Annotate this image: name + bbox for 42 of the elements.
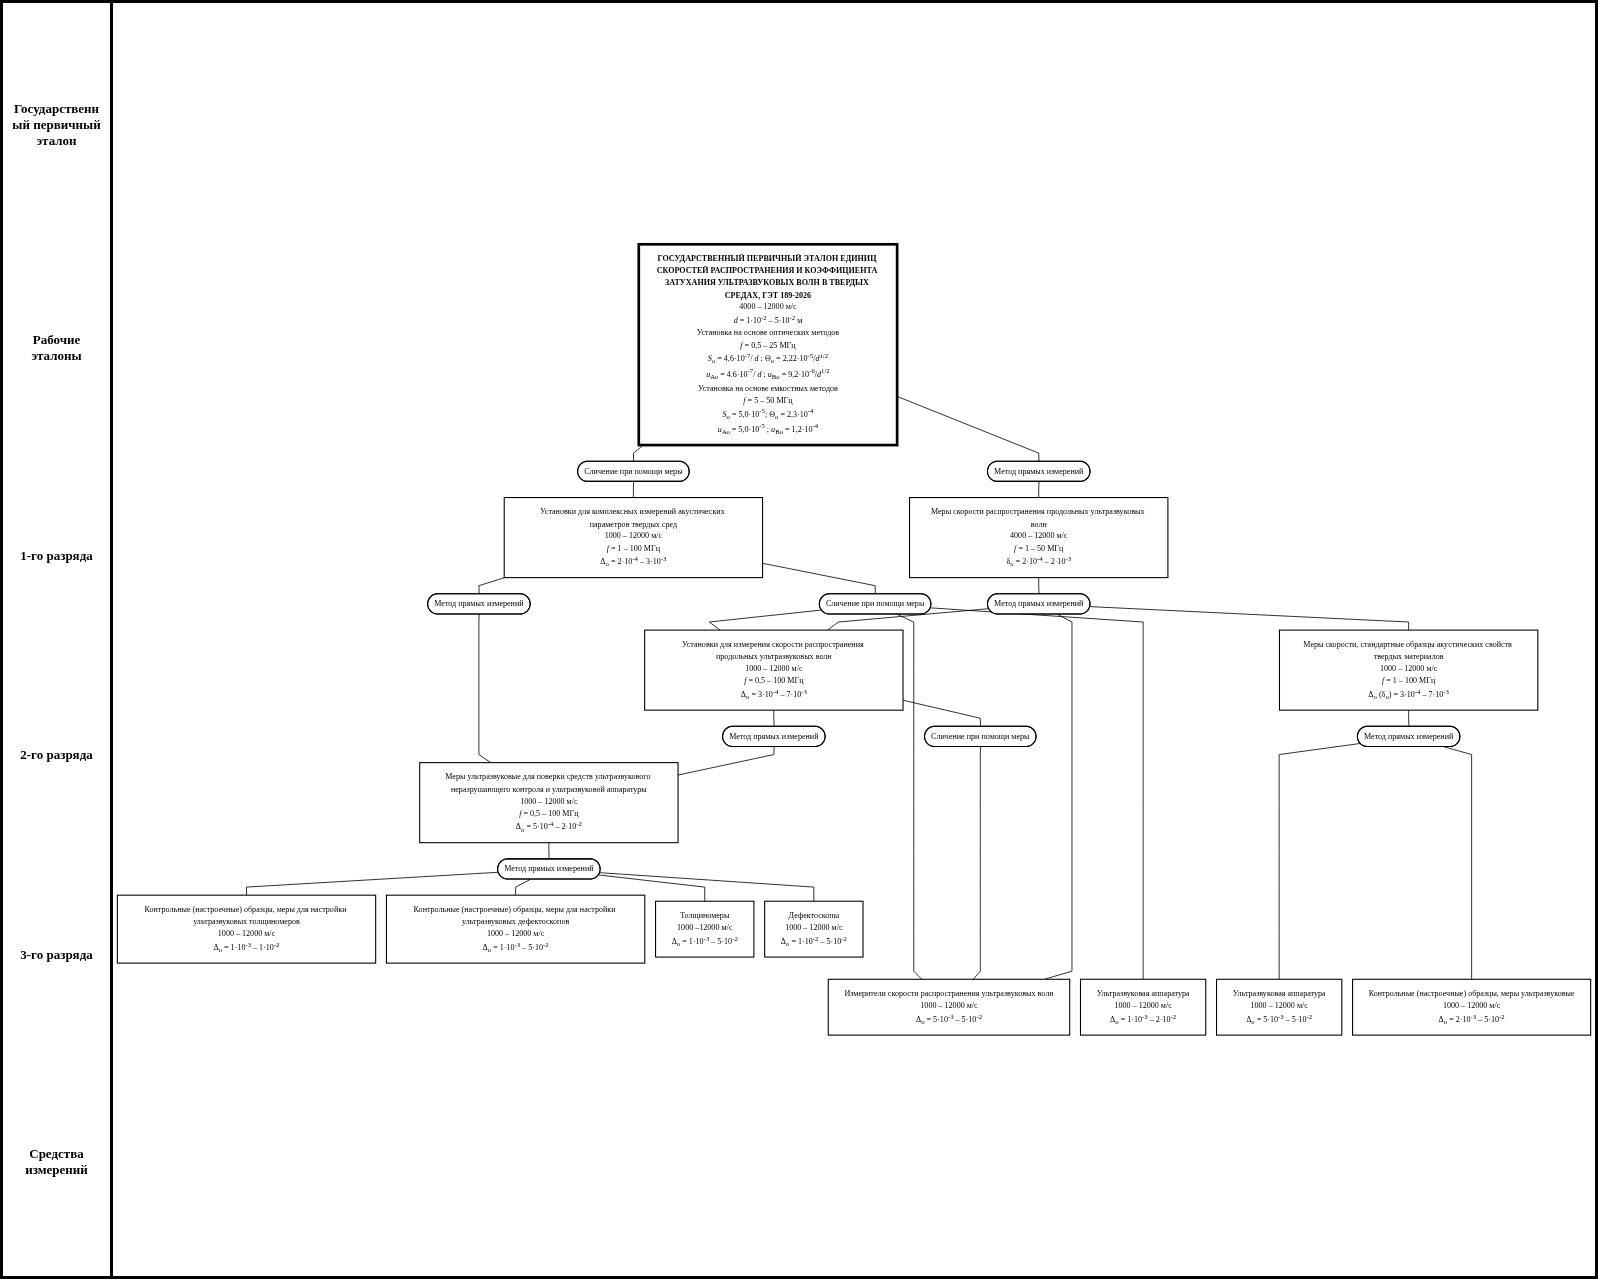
band-label: Государственный первичный эталон [11,100,102,149]
connector [896,613,923,980]
connector [548,842,550,860]
connector [1038,577,1040,595]
node-box: Меры скорости распространения продольных ультразвуковых волн 4000 – 12000 м/с f = 1 – 50 МГц δ$_{о}$ = 2·10$^{-4}$ – 2·10$^{-3}$ [909,496,1169,578]
connector [972,746,981,980]
band-label: 3-го разряда [19,946,94,963]
connector [827,608,990,631]
node-box: Контрольные (настроечные) образцы, меры для настройки ультразвуковых толщиномеров 1000 – 12000 м/с Δ$_{о}$ = 1·10$^{-3}$ – 1·10$^{-2}$ [116,894,377,964]
connector [633,481,635,498]
node-box: Установки для комплексных измерений акустических параметров твердых сред 1000 – 12000 м/с f = 1 – 100 МГц Δ$_{о}$ = 2·10$^{-4}$ – 3·10$^{-3}$ [503,496,764,578]
connector [708,609,822,631]
connector [633,444,644,462]
connector [1038,481,1040,498]
node-box: Дефектоскопы 1000 – 12000 м/с Δ$_{о}$ = 1·10$^{-2}$ – 5·10$^{-2}$ [764,900,864,958]
connector [1278,742,1361,980]
node-box: Контрольные (настроечные) образцы, меры для настройки ультразвуковых дефектоскопов 1000 – 12000 м/с Δ$_{о}$ = 1·10$^{-3}$ – 5·10$^{-2}$ [385,894,646,964]
node-box: Толщиномеры 1000 –12000 м/с Δ$_{о}$ = 1·10$^{-3}$ – 5·10$^{-2}$ [655,900,755,958]
band-label: Рабочие эталоны [30,332,83,365]
node-box: ГОСУДАРСТВЕННЫЙ ПЕРВИЧНЫЙ ЭТАЛОН ЕДИНИЦ СКОРОСТЕЙ РАСПРОСТРАНЕНИЯ И КОЭФФИЦИЕНТА ЗАТУХАНИЯ УЛЬТРАЗВУКОВЫХ ВОЛН В ТВЕРДЫХ СРЕДАХ, ГЭТ 189-2026 4000 – 12000 м/с d = 1·10$^{-2}$ – 5·10$^{-2}$ м Установка на основе оптических методов f = 0,5 – 25 МГц S$_{о}$ = 4,6·10$^{-7}$/ d ; Θ$_{о}$ = 2,22·10$^{-5}$/d$^{1/2}$ u$_{Ао}$ = 4.6·10$^{-7}$/ d ; u$_{Во}$ = 9,2·10$^{-6}$/d$^{1/2}$ Установка на основе емкостных методов f = 5 – 50 МГц S$_{о}$ = 5,0·10$^{-5}$; Θ$_{о}$ = 2,3·10$^{-4}$ u$_{Ао}$ = 5,0·10$^{-5}$ ; u$_{Во}$ = 1,2·10$^{-4}$ [637,242,899,447]
connector [515,878,532,896]
connector [598,874,706,902]
connector [478,577,506,595]
connector [599,872,815,902]
connector [1408,709,1410,727]
node-box: Ультразвуковая аппаратура 1000 – 12000 м/с Δ$_{о}$ = 1·10$^{-3}$ – 2·10$^{-2}$ [1079,978,1207,1036]
band-label: 2-го разряда [19,747,94,764]
connector [478,613,492,763]
connector [1044,613,1073,980]
node-box: Измерители скорости распространения ультразвуковых волн 1000 – 12000 м/с Δ$_{о}$ = 5·10$^{-3}$ – 5·10$^{-2}$ [827,978,1071,1036]
connector [762,562,876,595]
node-box: Меры скорости, стандартные образцы акустических свойств твердых материалов 1000 – 12000 м/с f = 1 – 100 МГц Δ$_{о}$ (δ$_{о}$) = 3·10$^{-4}$ – 7·10$^{-3}$ [1278,629,1539,711]
node-box: Установки для измерения скорости распространения продольных ультразвуковых волн 1000 – 12000 м/с f = 0,5 – 100 МГц Δ$_{о}$ = 3·10$^{-4}$ – 7·10$^{-3}$ [644,629,904,711]
connector [773,709,775,727]
node-box: Меры ультразвуковые для поверки средств ультразвукового неразрушающего контроля и ультразвуковой аппаратуры 1000 – 12000 м/с f = 0,5 – 100 МГц Δ$_{о}$ = 5·10$^{-4}$ – 2·10$^{-2}$ [419,761,679,843]
connector [1089,606,1410,631]
band-label: 1-го разряда [19,547,94,564]
node-box: Контрольные (настроечные) образцы, меры ультразвуковые 1000 – 12000 м/с Δ$_{о}$ = 2·10$^{-3}$ – 5·10$^{-2}$ [1352,978,1592,1036]
connector [930,607,1144,980]
node-box: Ультразвуковая аппаратура 1000 – 12000 м/с Δ$_{о}$ = 5·10$^{-3}$ – 5·10$^{-2}$ [1216,978,1343,1036]
connector [246,871,499,896]
band-label: Средства измерений [24,1146,89,1179]
